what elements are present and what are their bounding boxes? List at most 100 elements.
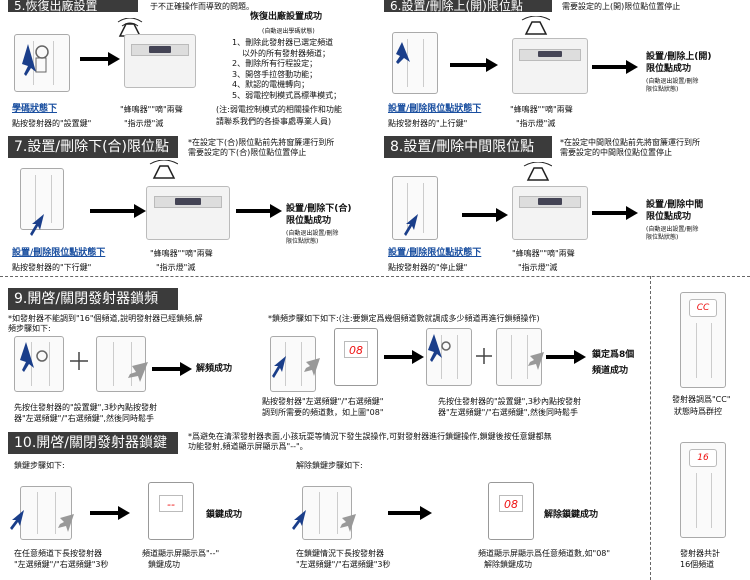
s9-cap3b: 器"左選頻鍵"/"右選頻鍵",然後同時鬆手 [438,408,578,417]
s7-cap-action: 點按發射器的"下行鍵" [12,263,92,272]
section-10-header: 10.開啓/關閉發射器鎖鍵 [8,432,178,454]
s10-lock-ok: 鎖鍵成功 [206,510,243,520]
side-cap1b: 狀態時爲群控 [674,407,722,416]
display-value: -- [158,495,184,513]
remote-s9-a [14,336,64,392]
pointer-icon [292,510,306,530]
pointer-grey-icon [304,358,320,376]
s5-cap-action: 點按發射器的"設置鍵" [12,119,92,128]
s8-note-b: 需要設定的中間限位點位置停止 [560,148,672,157]
side-cap2b: 16個頻道 [680,560,715,569]
section-5-top-note: 于不正確操作而導致的問題。 [150,2,254,11]
side-remote-cc: CC [680,292,726,388]
remote-s6 [392,32,438,94]
s10-cap2a: 頻道顯示屏顯示爲"--" [142,549,220,558]
section-9-header: 9.開啓/關閉發射器鎖頻 [8,288,178,310]
pointer-icon [404,214,418,236]
s5-cap-link[interactable]: 學碼狀態下 [12,104,58,114]
buzzer-icon [521,16,550,35]
s8-result-sub: (自動退出設置/刪除 [646,226,699,233]
arrow-right-icon [236,204,282,218]
s5-restore-list: 1、刪除此發射器已選定頻道 以外的所有發射器頻道； 2、刪除所有行程設定； 3、… [232,38,341,101]
arrow-right-icon [388,506,432,520]
s7-note-a: *在設定下(合)限位點前先將窗簾運行到所 [188,138,335,147]
s10-cap1a: 在任意頻道下長按發射器 [14,549,102,558]
s5-note-a: (注:弱電控制模式的相關操作和功能 [216,105,342,114]
pointer-icon [30,214,44,236]
pointer-grey-icon [128,362,148,382]
remote-s10-a [20,486,72,540]
s8-cap-link[interactable]: 設置/刪除限位點狀態下 [388,248,482,258]
s6-cap-link[interactable]: 設置/刪除限位點狀態下 [388,104,482,114]
pointer-icon [20,342,48,372]
display-value: 16 [697,453,709,463]
s8-cap-led: "指示燈"滅 [518,263,558,272]
s6-result-sub: (自動退出設置/刪除 [646,78,699,85]
list-item: 3、開啓手拉啓動功能； [232,69,318,79]
divider [0,276,750,277]
arrow-right-icon [152,362,192,376]
s6-cap-action: 點按發射器的"上行鍵" [388,119,468,128]
plus-icon [476,348,492,364]
s6-result-sub2: 限位點狀態) [646,86,679,93]
s7-note-b: 需要設定的下(合)限位點位置停止 [188,148,307,157]
list-item: 2、刪除所有行程設定； [232,59,318,68]
arrow-right-icon [90,204,146,218]
s7-cap-led: "指示燈"滅 [156,263,196,272]
s10-cap1b: "左選頻鍵"/"右選頻鍵"3秒 [14,560,109,569]
s7-result-sub: (自動退出設置/刪除 [286,230,339,237]
arrow-right-icon [90,506,130,520]
section-6-header: 6.設置/刪除上(開)限位點 [384,0,552,12]
section-8-header: 8.設置/刪除中間限位點 [384,136,552,158]
arrow-right-icon [80,52,120,66]
arrow-right-icon [592,206,638,220]
pointer-icon [428,334,451,362]
s8-note-a: *在設定中間限位點前先將窗簾運行到所 [560,138,700,147]
receiver-box-s8 [512,186,588,240]
s5-cap-led: "指示燈"滅 [124,119,164,128]
s9-lock-ok-a: 鎖定爲8個 [592,350,635,360]
list-item: 4、默認的電機轉向； [232,80,310,89]
display-s10-a: -- [148,482,194,540]
s9-cap3a: 先按住發射器的"設置鍵",3秒內點按發射 [438,397,581,406]
remote-s8 [392,176,438,240]
remote-s9-b [96,336,146,392]
s7-result-sub2: 限位點狀態) [286,238,319,245]
remote-s10-b [302,486,352,540]
section-6-note: 需要設定的上(開)限位點位置停止 [562,2,681,11]
s9-note-a: *如發射器不能調到"16"個頻道,說明發射器已經鎖頻,解 [8,314,203,323]
s10-cap2b: 鎖鍵成功 [148,560,180,569]
display-16: 16 [689,449,717,467]
s6-cap-led: "指示燈"滅 [516,119,556,128]
s6-cap-beep: "蜂鳴器""嘀"兩聲 [510,105,573,114]
s9-cap2b: 調到所需要的頻道數，如上圖"08" [262,408,384,417]
display-s10-b: 08 [488,482,534,540]
s10-cap4a: 頻道顯示屏顯示爲任意頻道數,如"08" [478,549,611,558]
s8-cap-beep: "蜂鳴器""嘀"兩聲 [512,249,575,258]
s7-result: 設置/刪除下(合) [286,204,352,214]
arrow-right-icon [592,60,638,74]
s9-cap1b: 器"左選頻鍵"/"右選頻鍵",然後同時鬆手 [14,414,154,423]
side-cap2a: 發射器共計 [680,549,720,558]
s9-lock-ok-b: 頻道成功 [592,366,629,376]
divider [650,276,651,580]
s5-restore-title: 恢復出廠設置成功 [250,12,323,22]
display-value: 08 [344,341,368,359]
s10-cap3b: "左選頻鍵"/"右選頻鍵"3秒 [296,560,391,569]
display-value: CC [696,303,710,313]
pointer-icon [272,356,286,378]
s5-cap-beep: "蜂鳴器""嘀"兩聲 [120,105,183,114]
s8-cap-action: 點按發射器的"停止鍵" [388,263,468,272]
s10-cap4b: 解除鎖鍵成功 [484,560,532,569]
s7-result2: 限位點成功 [286,216,332,226]
side-remote-16: 16 [680,442,726,538]
s8-result: 設置/刪除中間 [646,200,704,210]
s7-cap-link[interactable]: 設置/刪除限位點狀態下 [12,248,106,258]
s9-unlock-ok: 解頻成功 [196,364,233,374]
s10-note-a: *爲避免在清潔發射器表面,小孩玩耍等情況下發生誤操作,可對發射器進行鎖鍵操作,鎖… [188,432,552,441]
s10-lock-steps: 鎖鍵步驟如下: [14,461,65,470]
pointer-grey-icon [58,514,74,532]
receiver-box-s6 [512,38,588,94]
arrow-right-icon [546,350,586,364]
s6-result2: 限位點成功 [646,64,692,74]
